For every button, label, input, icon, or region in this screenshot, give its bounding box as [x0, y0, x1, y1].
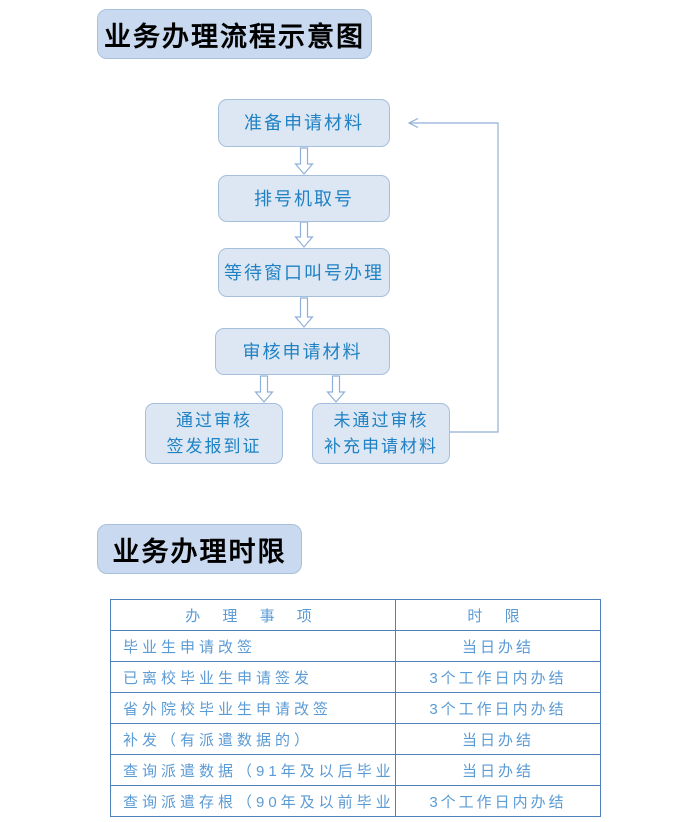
table-row: 补发（有派遣数据的） 当日办结	[110, 723, 601, 755]
time-section-title-label: 业务办理时限	[112, 536, 287, 567]
cell-item: 补发（有派遣数据的）	[110, 723, 396, 755]
left-arrowhead-icon	[407, 117, 419, 129]
flow-node-prepare-materials: 准备申请材料	[218, 99, 390, 147]
cell-limit: 当日办结	[395, 723, 601, 755]
table-row: 查询派遣存根（90年及以前毕业的） 3个工作日内办结	[110, 785, 601, 817]
cell-limit: 当日办结	[395, 630, 601, 662]
cell-item: 查询派遣数据（91年及以后毕业的）	[110, 754, 396, 786]
col-header-item: 办 理 事 项	[110, 599, 396, 631]
flow-node-label-line2: 签发报到证	[166, 436, 262, 456]
flow-node-label-line1: 通过审核	[176, 410, 252, 430]
cell-limit: 3个工作日内办结	[395, 785, 601, 817]
flow-node-fail-review: 未通过审核 补充申请材料	[312, 403, 450, 464]
time-section-title: 业务办理时限	[97, 524, 302, 574]
down-arrow-icon	[294, 221, 314, 248]
cell-item: 已离校毕业生申请签发	[110, 661, 396, 693]
flow-node-label: 排号机取号	[254, 188, 354, 209]
down-arrow-icon	[294, 297, 314, 328]
cell-limit: 当日办结	[395, 754, 601, 786]
table-row: 省外院校毕业生申请改签 3个工作日内办结	[110, 692, 601, 724]
cell-limit: 3个工作日内办结	[395, 661, 601, 693]
col-header-limit: 时 限	[395, 599, 601, 631]
flow-node-take-number: 排号机取号	[218, 175, 390, 222]
table-row: 已离校毕业生申请签发 3个工作日内办结	[110, 661, 601, 693]
flow-section-title: 业务办理流程示意图	[97, 9, 372, 59]
flow-node-label-line1: 未通过审核	[333, 410, 429, 430]
flow-node-pass-review: 通过审核 签发报到证	[145, 403, 283, 464]
down-arrow-icon	[294, 147, 314, 175]
down-arrow-icon	[326, 375, 346, 403]
cell-item: 毕业生申请改签	[110, 630, 396, 662]
table-row: 查询派遣数据（91年及以后毕业的） 当日办结	[110, 754, 601, 786]
cell-item: 查询派遣存根（90年及以前毕业的）	[110, 785, 396, 817]
flow-node-wait-window-call: 等待窗口叫号办理	[218, 248, 390, 297]
flow-node-label: 准备申请材料	[244, 113, 364, 133]
flow-node-label: 审核申请材料	[242, 341, 363, 362]
down-arrow-icon	[254, 375, 274, 403]
table-header-row: 办 理 事 项 时 限	[110, 599, 601, 631]
flow-section-title-label: 业务办理流程示意图	[104, 21, 365, 52]
cell-limit: 3个工作日内办结	[395, 692, 601, 724]
time-limit-table: 办 理 事 项 时 限 毕业生申请改签 当日办结 已离校毕业生申请签发 3个工作…	[110, 599, 601, 817]
flow-node-review-materials: 审核申请材料	[215, 328, 390, 375]
flow-node-label-line2: 补充申请材料	[324, 436, 438, 456]
flow-node-label: 等待窗口叫号办理	[224, 262, 384, 283]
loopback-connector-line	[410, 122, 499, 433]
cell-item: 省外院校毕业生申请改签	[110, 692, 396, 724]
table-row: 毕业生申请改签 当日办结	[110, 630, 601, 662]
